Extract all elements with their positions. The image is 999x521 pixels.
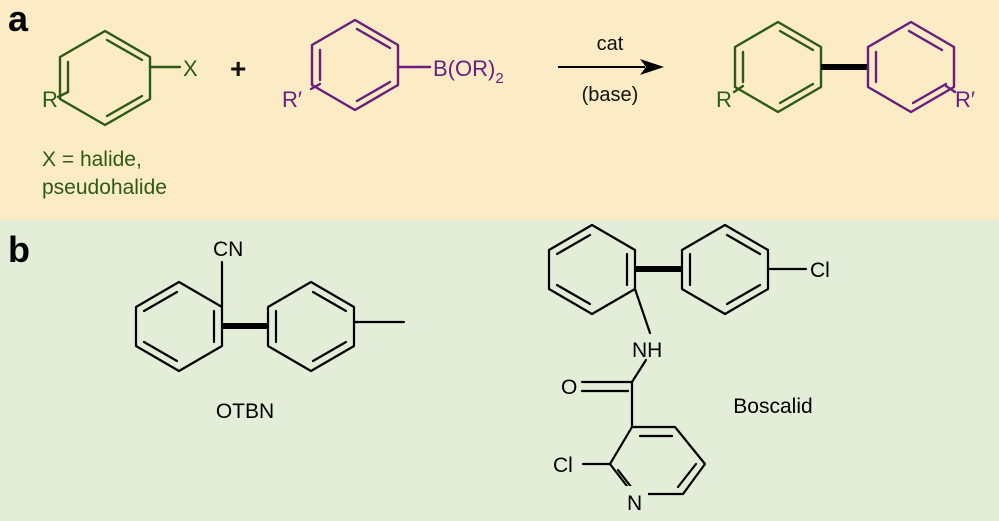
boscalid-name: Boscalid — [733, 395, 812, 418]
reaction-arrow — [558, 59, 664, 75]
boscalid-pyridine-n: N — [627, 492, 642, 515]
boronic-ester-r-prime: R′ — [282, 87, 302, 112]
panel-b-background — [0, 220, 999, 521]
boscalid-chlorophenyl-inner-bond-2 — [725, 233, 762, 256]
otbn-right-inner-bond-2 — [311, 290, 348, 313]
product-right-r-bond — [944, 84, 957, 94]
panel-b-label: b — [8, 229, 30, 270]
boronic-ester-ring — [310, 18, 400, 112]
aryl-halide-ring — [58, 29, 152, 127]
product-left-inner-bond-1 — [778, 29, 815, 52]
product-right-ring — [866, 20, 956, 114]
boscalid-aniline-inner-bond-1 — [555, 233, 592, 256]
otbn-name: OTBN — [216, 400, 274, 423]
aryl-halide-r: R — [42, 87, 58, 112]
boscalid-chlorophenyl-inner-bond-3 — [725, 283, 762, 306]
aryl-halide-structure — [56, 29, 182, 127]
boscalid-pyridine-inner-bond-2 — [676, 462, 698, 489]
aryl-halide-r-bond — [56, 90, 70, 99]
product-right-inner-bond-2 — [907, 29, 944, 52]
boscalid-pyridine-inner-bond-3 — [616, 468, 634, 490]
boronic-ester-inner-bond-2 — [355, 80, 392, 103]
note-halide: X = halide, — [42, 148, 142, 171]
product-left-ring — [733, 20, 823, 114]
product-right-inner-bond-3 — [911, 82, 948, 105]
product-left-r-bond — [732, 84, 745, 94]
boscalid-n-co-bond — [630, 358, 648, 384]
aryl-halide-inner-bond-1 — [105, 38, 144, 62]
boscalid-aniline-inner-bond-3 — [555, 283, 592, 306]
boscalid-c-n-bond — [633, 287, 652, 335]
boscalid-ring-aniline — [547, 223, 637, 316]
boronic-ester-r-bond — [309, 82, 322, 91]
boronic-ester-structure — [309, 18, 432, 112]
boscalid-cl-top: Cl — [810, 259, 830, 282]
boscalid-structure — [547, 223, 808, 496]
otbn-nitrile-label: CN — [213, 238, 243, 261]
boscalid-cl-bottom: Cl — [553, 454, 573, 477]
arrow-label-base: (base) — [582, 84, 639, 106]
otbn-left-inner-bond-1 — [142, 290, 179, 313]
boscalid-nh: NH — [632, 339, 662, 362]
plus-sign: + — [230, 53, 246, 84]
product-r-prime: R′ — [955, 87, 975, 112]
boscalid-oxygen: O — [561, 376, 577, 399]
product-right-ring-structure — [866, 20, 957, 114]
otbn-structure — [134, 260, 406, 373]
panel-a-background — [0, 0, 999, 220]
aryl-halide-inner-bond-2 — [105, 94, 144, 118]
product-left-inner-bond-2 — [778, 82, 815, 105]
note-pseudohalide: pseudohalide — [42, 176, 167, 199]
boron-group-main: B(OR) — [433, 56, 495, 81]
otbn-right-inner-bond-3 — [311, 340, 348, 363]
aryl-halide-x: X — [183, 56, 198, 81]
product-left-ring-structure — [732, 20, 823, 114]
arrow-label-catalyst: cat — [597, 33, 624, 55]
otbn-left-inner-bond-3 — [142, 340, 179, 363]
boron-group-subscript: 2 — [495, 70, 503, 87]
otbn-ring-right — [266, 280, 356, 373]
product-r: R — [716, 87, 732, 112]
boronic-ester-boron-group: B(OR)2 — [433, 56, 504, 87]
boscalid-pyridine-n-mask — [622, 486, 648, 514]
boronic-ester-inner-bond-1 — [355, 27, 392, 50]
reaction-arrow-head — [640, 59, 664, 75]
boscalid-ring-chlorophenyl — [680, 223, 770, 316]
panel-a-label: a — [8, 0, 29, 39]
